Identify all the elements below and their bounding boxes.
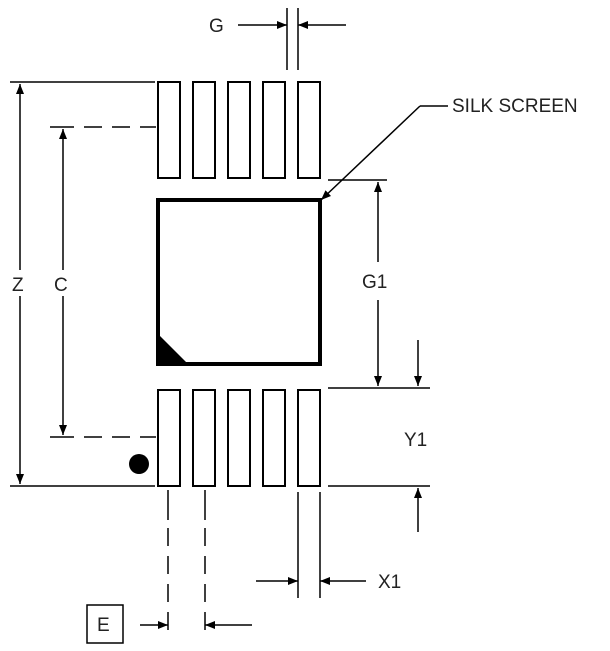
dimension-g: G	[209, 8, 346, 70]
bottom-pad-4	[262, 389, 286, 487]
top-pad-4	[262, 81, 286, 179]
silk-screen-outline	[156, 198, 322, 366]
label-z: Z	[12, 275, 24, 296]
top-pad-1	[157, 81, 181, 179]
label-e-box	[86, 604, 124, 644]
bottom-pad-5	[297, 389, 321, 487]
label-c: C	[54, 275, 68, 296]
dimension-y1: Y1	[328, 340, 430, 532]
label-x1: X1	[378, 572, 401, 593]
dimension-e: E	[86, 490, 252, 644]
label-y1: Y1	[404, 430, 427, 451]
label-e: E	[97, 615, 110, 636]
top-pad-row	[157, 81, 321, 179]
top-pad-5	[297, 81, 321, 179]
bottom-pad-3	[227, 389, 251, 487]
pin1-dot	[129, 454, 149, 474]
label-g: G	[209, 16, 224, 37]
pin1-corner-marker	[158, 334, 188, 364]
label-silk-screen: SILK SCREEN	[452, 96, 578, 117]
dimension-x1: X1	[256, 492, 401, 598]
bottom-pad-2	[192, 389, 216, 487]
dimension-g1: G1	[328, 179, 430, 389]
label-g1: G1	[362, 272, 387, 293]
silk-screen-callout: SILK SCREEN	[320, 96, 578, 201]
bottom-pad-row	[157, 389, 321, 487]
dimension-c: C	[50, 126, 156, 438]
top-pad-3	[227, 81, 251, 179]
bottom-pad-1	[157, 389, 181, 487]
dimension-z: Z	[10, 81, 155, 487]
top-pad-2	[192, 81, 216, 179]
